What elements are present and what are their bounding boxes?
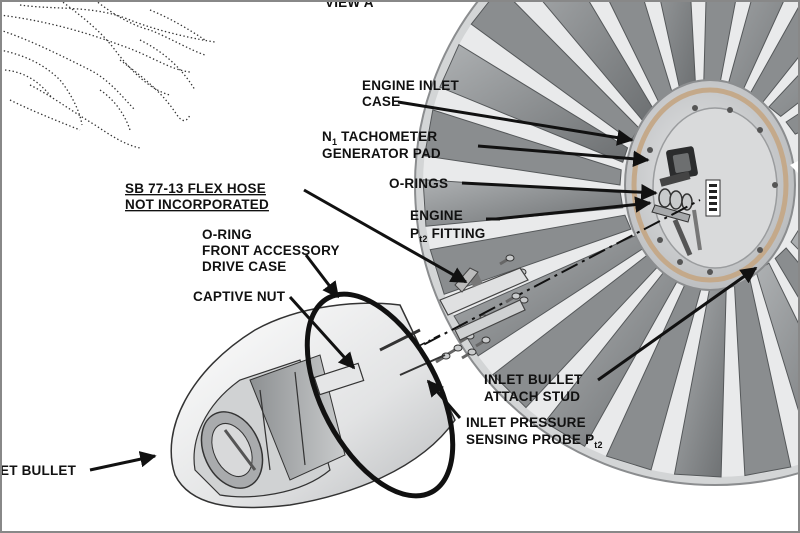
label-drive-case: DRIVE CASE — [202, 259, 287, 274]
o-rings-icon — [651, 188, 702, 256]
label-engine-inlet-case-2: CASE — [362, 94, 400, 109]
label-generator-pad: GENERATOR PAD — [322, 146, 441, 161]
label-sb-note-2: NOT INCORPORATED — [125, 197, 269, 212]
label-o-ring: O-RING — [202, 227, 252, 242]
label-sensing-probe: SENSING PROBE Pt2 — [466, 432, 603, 450]
label-inlet-pressure: INLET PRESSURE — [466, 415, 586, 430]
inlet-case-ring-icon — [631, 87, 789, 283]
label-inlet-bullet-1: INLET BULLET — [484, 372, 583, 387]
bolt-hardware-icon — [435, 254, 529, 364]
label-captive-nut: CAPTIVE NUT — [193, 289, 286, 304]
assembly-centerline — [231, 199, 701, 446]
label-inlet-bullet: ET BULLET — [0, 463, 77, 478]
label-front-accessory: FRONT ACCESSORY — [202, 243, 340, 258]
label-sb-note-1: SB 77-13 FLEX HOSE — [125, 181, 266, 196]
inlet-bullet-cone-icon — [170, 291, 456, 509]
view-title: VIEW A — [325, 0, 374, 10]
label-n1-tachometer: N1 TACHOMETER — [322, 129, 437, 147]
callout-labels: VIEW A ENGINE INLET CASE N1 TACHOMETER G… — [0, 0, 603, 478]
tachometer-generator-icon — [659, 146, 698, 187]
label-attach-stud: ATTACH STUD — [484, 389, 580, 404]
engine-fan — [414, 0, 800, 486]
fan-blades-icon — [422, 0, 800, 478]
leader-arrow-icon — [89, 100, 758, 472]
connector-block — [705, 179, 721, 217]
view-a-sketch — [0, 0, 216, 149]
label-o-rings: O-RINGS — [389, 176, 448, 191]
label-engine-inlet-case-1: ENGINE INLET — [362, 78, 459, 93]
label-engine: ENGINE — [410, 208, 463, 223]
label-pt2-fitting: Pt2 FITTING — [410, 226, 485, 244]
